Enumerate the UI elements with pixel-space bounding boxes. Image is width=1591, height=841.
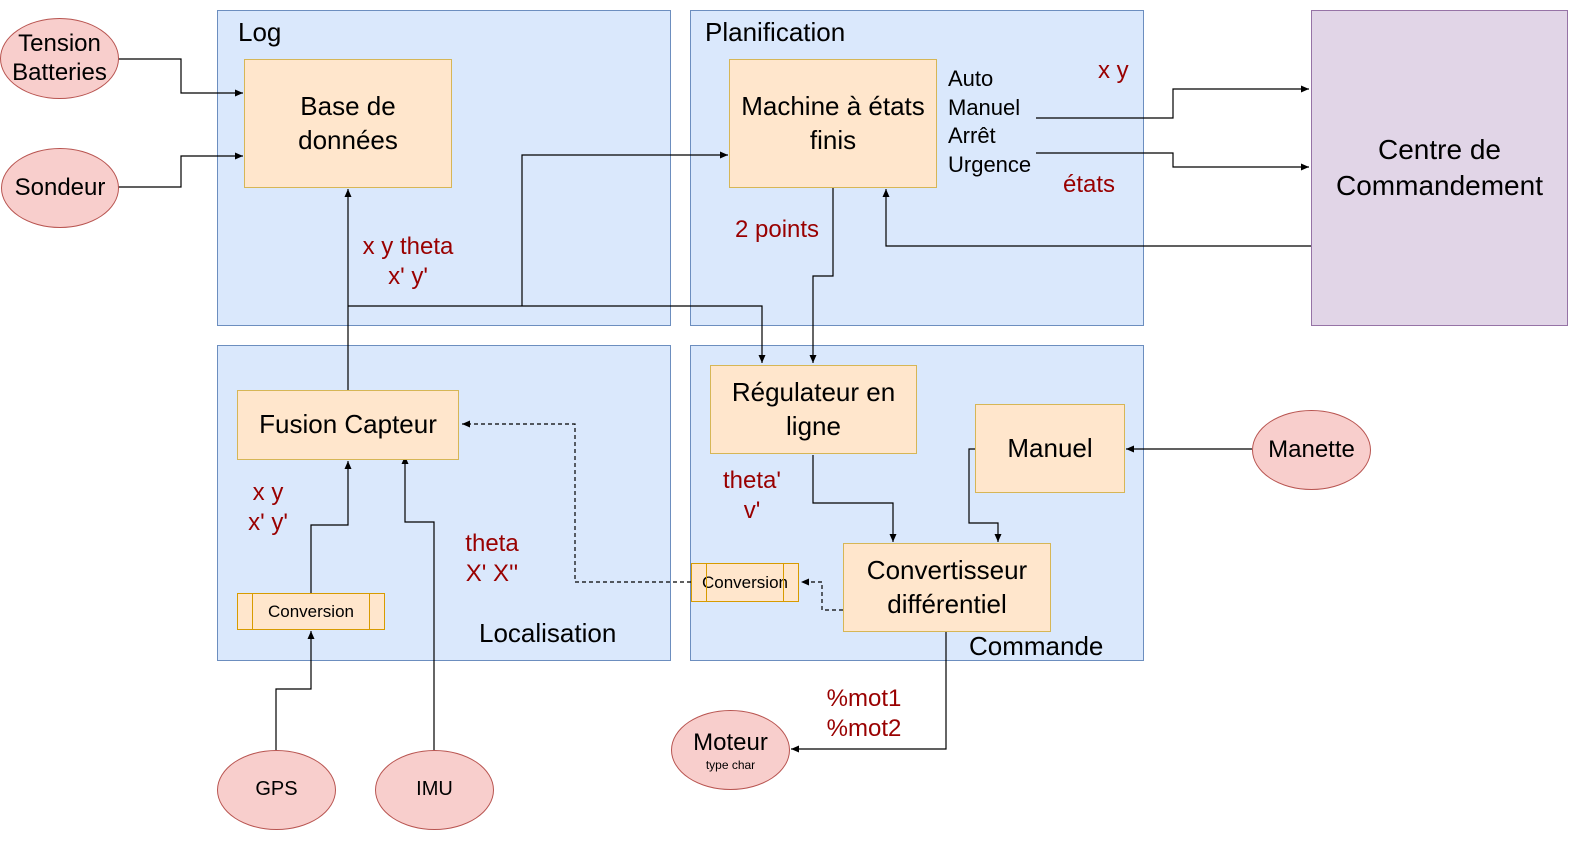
label-mot-2: %mot2 <box>826 715 902 742</box>
imu-label: IMU <box>416 778 453 801</box>
label-xy-localisation: x y x' y' <box>240 478 296 538</box>
label-theta-x: theta X' X'' <box>460 529 524 589</box>
label-etats: états <box>1063 171 1116 198</box>
state-urgence: Urgence <box>948 151 1032 177</box>
edge-regulateur-convertisseur <box>812 455 897 542</box>
ellipse-tension-batteries: Tension Batteries <box>0 18 119 99</box>
moteur-sublabel: type char <box>705 758 756 773</box>
label-two-points: 2 points <box>735 216 820 243</box>
centre-commandement: Centre de Commandement <box>1311 10 1568 326</box>
ellipse-manette: Manette <box>1252 410 1371 490</box>
machine-line-1: Machine à états <box>741 91 925 122</box>
edge-sondeur-base <box>118 152 243 188</box>
group-label-commande: Commande <box>969 631 1104 661</box>
label-xy-top: x y <box>1098 57 1129 84</box>
regulateur-line-1: Régulateur en <box>731 377 896 408</box>
state-arret: Arrêt <box>948 123 996 149</box>
manette-label: Manette <box>1268 435 1355 463</box>
base-line-1: Base de <box>300 91 396 122</box>
edge-gps-conversion <box>275 631 315 750</box>
label-xy-theta-2: x' y' <box>388 263 428 290</box>
ellipse-moteur: Moteur type char <box>671 710 790 790</box>
edge-machine-centre-xy <box>1036 85 1309 119</box>
ellipse-gps: GPS <box>217 750 336 830</box>
group-label-planification: Planification <box>705 17 846 47</box>
label-mot-1: %mot1 <box>826 685 902 712</box>
ellipse-imu: IMU <box>375 750 494 830</box>
conversion-gps-label: Conversion <box>268 601 354 621</box>
edge-convertisseur-conversion-dashed <box>801 578 843 611</box>
ellipse-sondeur: Sondeur <box>1 148 119 228</box>
label-xy-loc-1: x y <box>252 479 284 506</box>
label-xy-loc-2: x' y' <box>248 509 288 536</box>
label-theta-v-1: theta' <box>723 467 781 494</box>
gps-label: GPS <box>255 778 298 801</box>
moteur-label: Moteur <box>693 728 768 756</box>
tension-line-2: Batteries <box>12 58 107 86</box>
process-conversion-commande: Conversion <box>691 563 799 602</box>
convertisseur-line-2: différentiel <box>887 588 1007 619</box>
base-line-2: données <box>298 124 398 155</box>
edge-machine-centre-etats <box>1036 152 1309 171</box>
label-theta-v-2: v' <box>743 497 761 524</box>
manuel-label: Manuel <box>1007 432 1093 463</box>
label-theta-v: theta' v' <box>718 466 786 526</box>
label-xy-theta: x y theta x' y' <box>355 232 461 292</box>
state-auto: Auto <box>948 66 994 91</box>
regulateur-line-2: ligne <box>786 410 841 441</box>
edge-conversion-fusion-dashed <box>462 420 691 583</box>
group-label-localisation: Localisation <box>479 618 617 648</box>
sondeur-label: Sondeur <box>14 173 106 201</box>
machine-line-2: finis <box>809 124 857 155</box>
edge-convertisseur-moteur <box>791 632 947 753</box>
label-theta-x-2: X' X'' <box>465 560 519 587</box>
box-fusion-capteur: Fusion Capteur <box>237 390 459 460</box>
edge-conversion-fusion <box>310 461 352 593</box>
convertisseur-line-1: Convertisseur <box>866 555 1028 586</box>
edge-machine-regulateur <box>809 188 834 363</box>
centre-line-2: Commandement <box>1336 170 1543 201</box>
label-mot: %mot1 %mot2 <box>822 684 906 744</box>
edge-imu-fusion <box>401 456 435 750</box>
label-theta-x-1: theta <box>465 530 519 557</box>
edge-fusion-machine <box>521 151 728 306</box>
group-label-log: Log <box>238 17 282 47</box>
edge-manuel-convertisseur <box>968 448 1002 542</box>
conversion-commande-label: Conversion <box>702 572 788 592</box>
tension-line-1: Tension <box>18 30 101 58</box>
fusion-label: Fusion Capteur <box>259 409 437 440</box>
edge-fusion-regulateur <box>348 305 766 363</box>
process-conversion-gps: Conversion <box>237 593 385 630</box>
box-manuel: Manuel <box>975 404 1125 493</box>
state-list: Auto Manuel Arrêt Urgence <box>948 65 1031 179</box>
label-xy-theta-1: x y theta <box>362 233 454 260</box>
edge-tension-base <box>118 58 243 97</box>
centre-line-1: Centre de <box>1378 133 1501 165</box>
edge-centre-machine <box>882 189 1311 247</box>
state-manuel: Manuel <box>948 94 1021 120</box>
